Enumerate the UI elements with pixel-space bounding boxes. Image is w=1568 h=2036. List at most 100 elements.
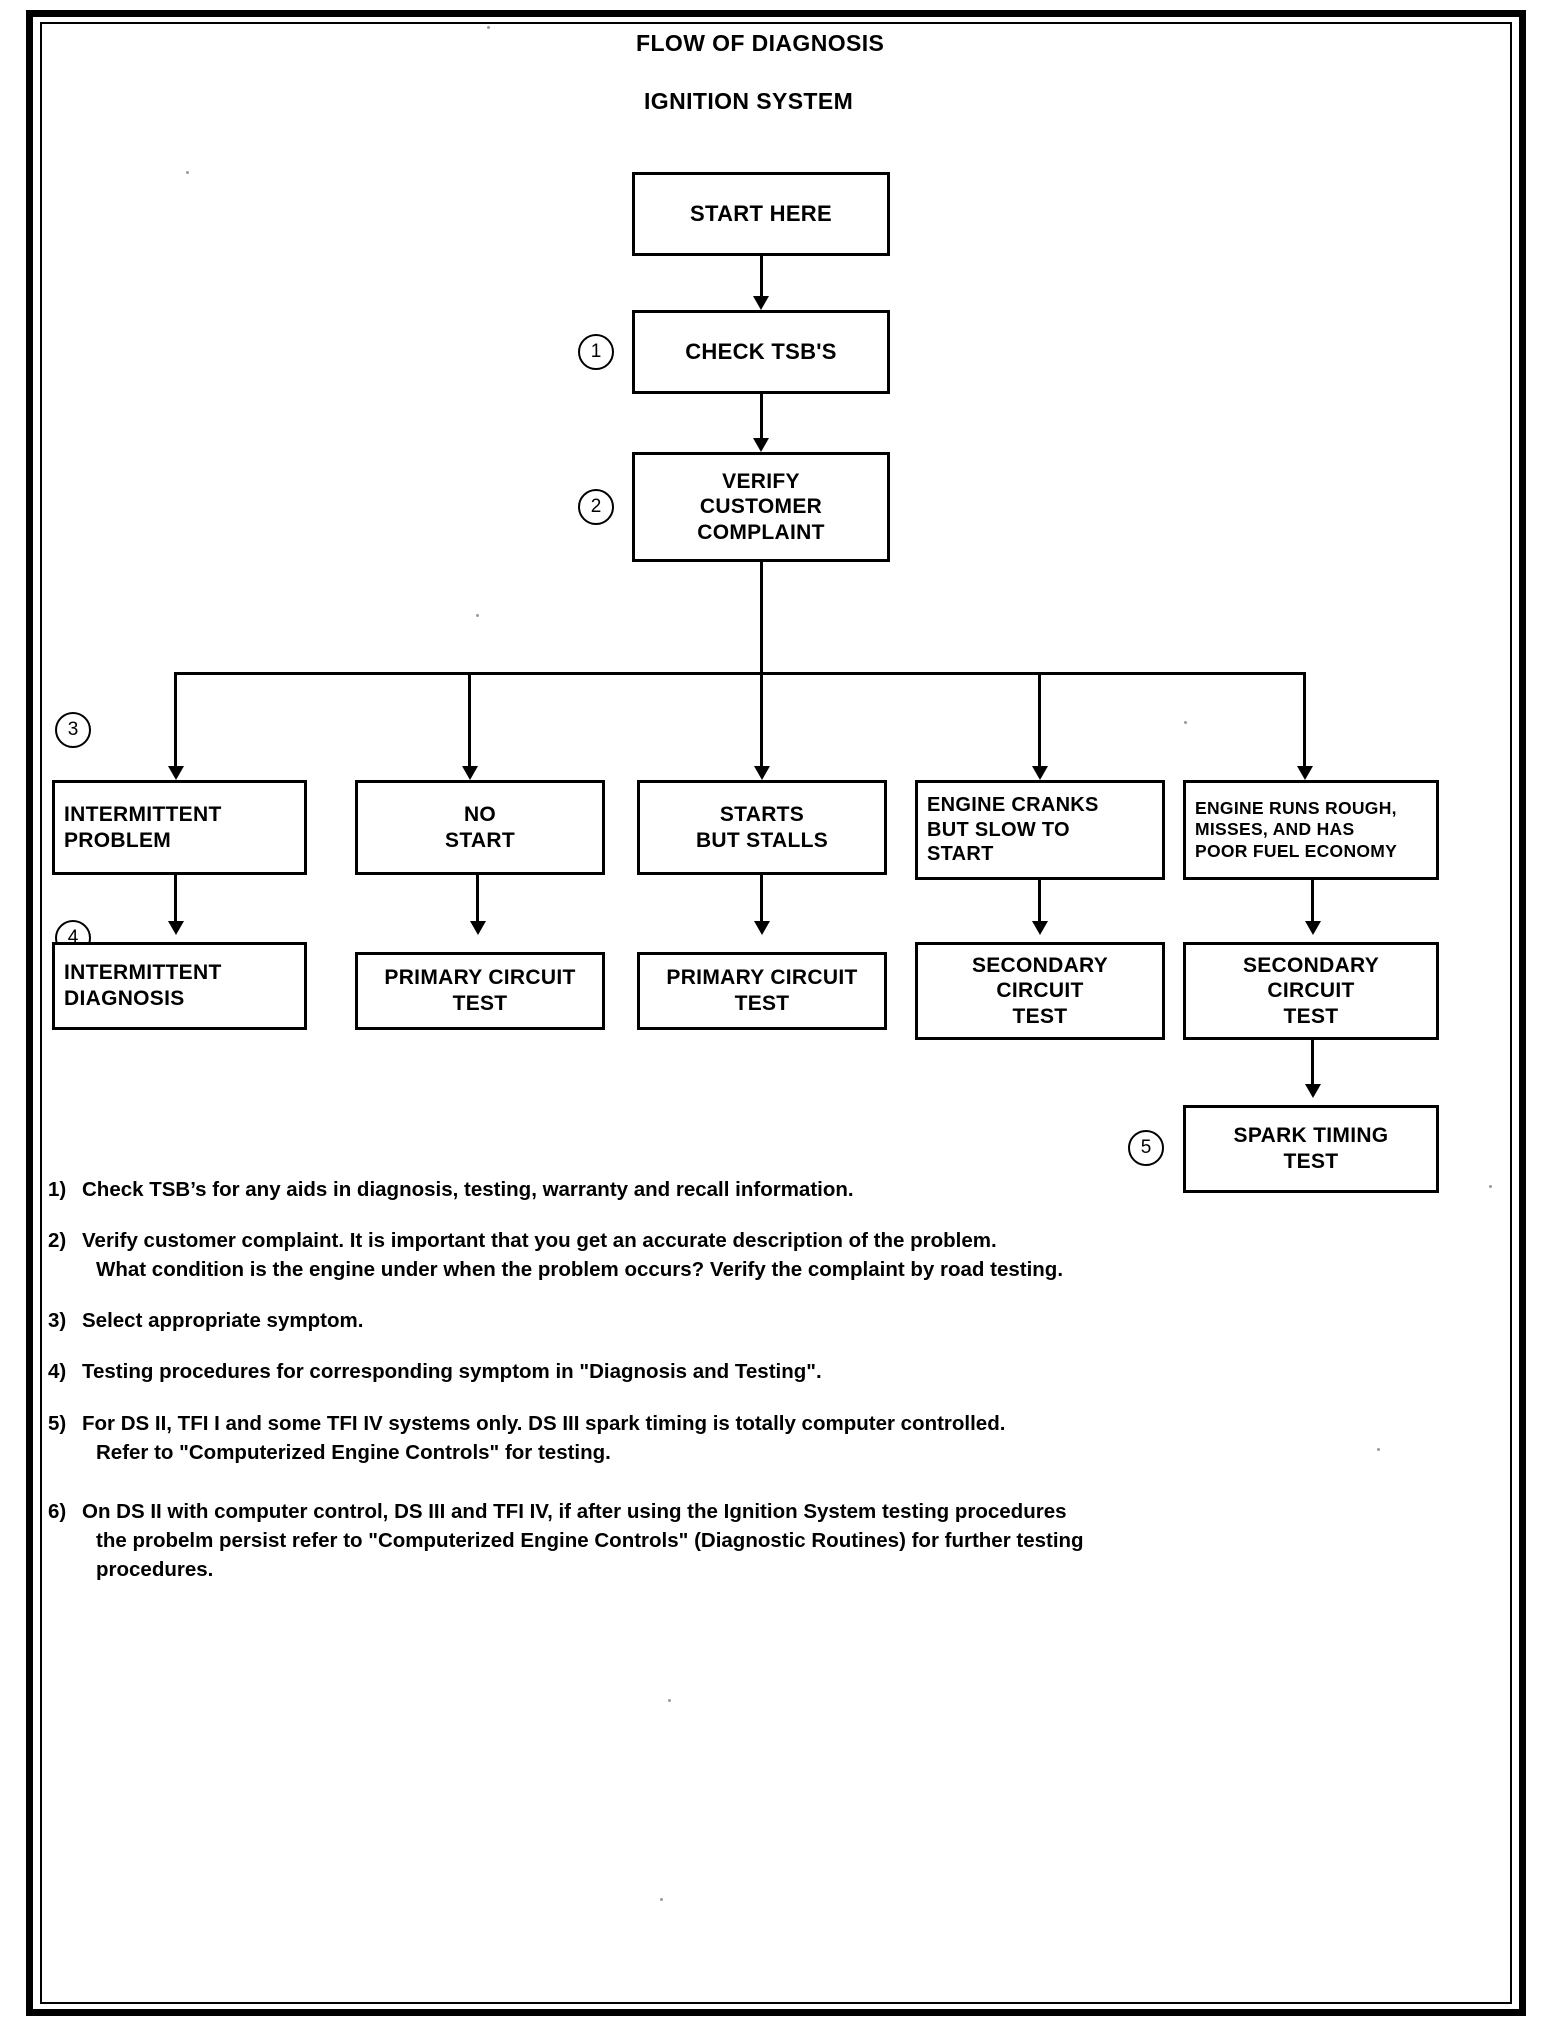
step-marker-3: 3 — [55, 712, 91, 748]
node-secondary-circuit-test-1[interactable]: SECONDARY CIRCUIT TEST — [915, 942, 1165, 1040]
scan-speck — [1184, 721, 1187, 724]
arrow-tsb-to-verify — [753, 438, 769, 452]
arrow-to-spark-timing — [1305, 1084, 1321, 1098]
step-marker-3-label: 3 — [67, 719, 79, 740]
branch-arrow-2 — [462, 766, 478, 780]
notes-list: 1) Check TSB’s for any aids in diagnosis… — [48, 1175, 1368, 1606]
node-engine-runs-rough[interactable]: ENGINE RUNS ROUGH, MISSES, AND HAS POOR … — [1183, 780, 1439, 880]
node-secondary-circuit-test-2[interactable]: SECONDARY CIRCUIT TEST — [1183, 942, 1439, 1040]
connector-rough — [1311, 880, 1314, 930]
branch-drop-4 — [1038, 672, 1041, 776]
scan-speck — [476, 614, 479, 617]
note-body: Select appropriate symptom. — [82, 1306, 1368, 1335]
node-verify-customer-complaint[interactable]: VERIFY CUSTOMER COMPLAINT — [632, 452, 890, 562]
connector-slow-crank — [1038, 880, 1041, 930]
note-number: 2) — [48, 1229, 67, 1253]
page-title: FLOW OF DIAGNOSIS — [636, 30, 885, 56]
node-engine-runs-rough-label: ENGINE RUNS ROUGH, MISSES, AND HAS POOR … — [1195, 797, 1398, 861]
arrow-start-to-tsb — [753, 296, 769, 310]
note-item: 3) Select appropriate symptom. — [48, 1306, 1368, 1335]
arrow-intermittent — [168, 921, 184, 935]
connector-no-start — [476, 875, 479, 929]
note-number: 5) — [48, 1411, 67, 1435]
note-number: 1) — [48, 1178, 67, 1201]
branch-arrow-3 — [754, 766, 770, 780]
branch-drop-3 — [760, 672, 763, 776]
note-line: Check TSB’s for any aids in diagnosis, t… — [82, 1178, 854, 1201]
connector-intermittent — [174, 875, 177, 929]
node-check-tsbs[interactable]: CHECK TSB'S — [632, 310, 890, 394]
step-marker-2: 2 — [578, 489, 614, 525]
node-spark-timing-test[interactable]: SPARK TIMING TEST — [1183, 1105, 1439, 1193]
branch-arrow-4 — [1032, 766, 1048, 780]
scan-speck — [660, 1898, 663, 1901]
node-secondary-circuit-test-2-label: SECONDARY CIRCUIT TEST — [1242, 953, 1380, 1028]
page-subtitle: IGNITION SYSTEM — [644, 88, 854, 114]
connector-start-to-tsb — [760, 256, 763, 304]
scan-speck — [668, 1699, 671, 1702]
scan-speck — [1489, 1185, 1492, 1188]
step-marker-5-label: 5 — [1140, 1137, 1152, 1158]
node-verify-customer-complaint-label: VERIFY CUSTOMER COMPLAINT — [697, 469, 825, 544]
page-border-outer — [26, 10, 1526, 2016]
note-number: 6) — [48, 1499, 67, 1523]
note-line: On DS II with computer control, DS III a… — [82, 1499, 1067, 1523]
node-spark-timing-test-label: SPARK TIMING TEST — [1233, 1124, 1389, 1173]
node-engine-cranks-slow-label: ENGINE CRANKS BUT SLOW TO START — [927, 794, 1099, 866]
node-intermittent-problem[interactable]: INTERMITTENT PROBLEM — [52, 780, 307, 875]
note-item: 2) Verify customer complaint. It is impo… — [48, 1226, 1368, 1284]
note-body: Check TSB’s for any aids in diagnosis, t… — [82, 1175, 1368, 1204]
arrow-stalls — [754, 921, 770, 935]
step-marker-2-label: 2 — [590, 496, 602, 517]
connector-tsb-to-verify — [760, 394, 763, 446]
step-marker-1: 1 — [578, 334, 614, 370]
note-body: Testing procedures for corresponding sym… — [82, 1357, 1368, 1386]
node-primary-circuit-test-2[interactable]: PRIMARY CIRCUIT TEST — [637, 952, 887, 1030]
branch-drop-5 — [1303, 672, 1306, 776]
note-number: 4) — [48, 1360, 67, 1384]
note-line: What condition is the engine under when … — [96, 1258, 1064, 1282]
node-secondary-circuit-test-1-label: SECONDARY CIRCUIT TEST — [971, 953, 1109, 1028]
note-item: 1) Check TSB’s for any aids in diagnosis… — [48, 1175, 1368, 1204]
node-intermittent-diagnosis-label: INTERMITTENT DIAGNOSIS — [64, 961, 222, 1010]
scan-speck — [186, 171, 189, 174]
arrow-slow-crank — [1032, 921, 1048, 935]
branch-arrow-1 — [168, 766, 184, 780]
note-line: the probelm persist refer to "Computeriz… — [96, 1528, 1084, 1552]
branch-drop-2 — [468, 672, 471, 776]
branch-drop-1 — [174, 672, 177, 776]
connector-to-spark-timing — [1311, 1040, 1314, 1092]
node-check-tsbs-label: CHECK TSB'S — [685, 338, 837, 364]
arrow-no-start — [470, 921, 486, 935]
node-primary-circuit-test-1[interactable]: PRIMARY CIRCUIT TEST — [355, 952, 605, 1030]
step-marker-1-label: 1 — [590, 341, 602, 362]
node-primary-circuit-test-2-label: PRIMARY CIRCUIT TEST — [666, 966, 858, 1015]
node-engine-cranks-slow[interactable]: ENGINE CRANKS BUT SLOW TO START — [915, 780, 1165, 880]
note-line: Verify customer complaint. It is importa… — [82, 1229, 997, 1253]
note-item: 6) On DS II with computer control, DS II… — [48, 1497, 1368, 1584]
node-start-here-label: START HERE — [690, 200, 832, 226]
note-item: 5) For DS II, TFI I and some TFI IV syst… — [48, 1409, 1368, 1467]
note-body: On DS II with computer control, DS III a… — [82, 1497, 1368, 1584]
arrow-rough — [1305, 921, 1321, 935]
branch-bus — [174, 672, 1306, 675]
node-starts-but-stalls[interactable]: STARTS BUT STALLS — [637, 780, 887, 875]
node-starts-but-stalls-label: STARTS BUT STALLS — [695, 802, 829, 852]
note-body: Verify customer complaint. It is importa… — [82, 1226, 1368, 1284]
note-line: procedures. — [96, 1557, 214, 1581]
note-number: 3) — [48, 1309, 67, 1333]
node-primary-circuit-test-1-label: PRIMARY CIRCUIT TEST — [384, 966, 576, 1015]
note-line: Select appropriate symptom. — [82, 1309, 364, 1333]
connector-stalls — [760, 875, 763, 929]
node-start-here[interactable]: START HERE — [632, 172, 890, 256]
node-intermittent-diagnosis[interactable]: INTERMITTENT DIAGNOSIS — [52, 942, 307, 1030]
branch-arrow-5 — [1297, 766, 1313, 780]
note-body: For DS II, TFI I and some TFI IV systems… — [82, 1409, 1368, 1467]
page-border-inner — [40, 22, 1512, 2004]
connector-verify-to-bus — [760, 562, 763, 674]
step-marker-4-label: 4 — [67, 927, 79, 948]
note-item: 4) Testing procedures for corresponding … — [48, 1357, 1368, 1386]
node-no-start[interactable]: NO START — [355, 780, 605, 875]
